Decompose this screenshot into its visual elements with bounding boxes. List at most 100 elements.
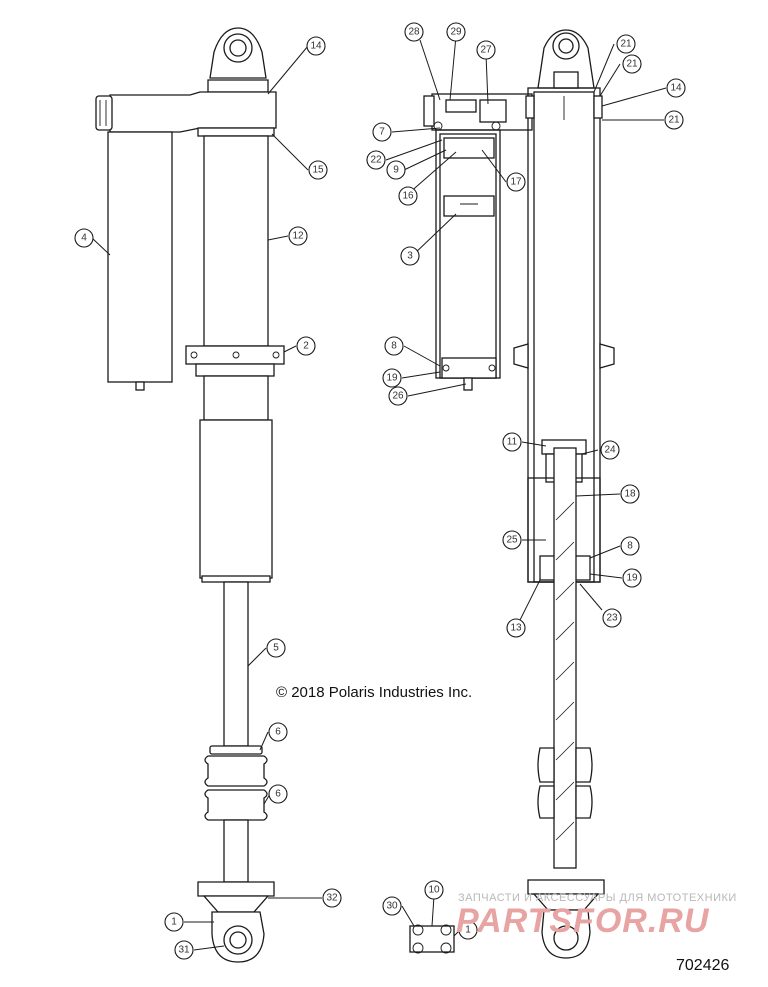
svg-text:14: 14 <box>670 83 682 94</box>
reservoir-adjuster-knob <box>95 95 113 131</box>
shaft-hatching <box>555 501 575 841</box>
callout-17: 17 <box>506 172 526 192</box>
svg-text:4: 4 <box>81 233 87 244</box>
main-body-mid <box>203 375 269 421</box>
bump-stop-upper <box>204 755 268 787</box>
svg-text:1: 1 <box>465 925 471 936</box>
watermark-logo: PARTSFOR.RU <box>456 902 710 940</box>
svg-text:7: 7 <box>379 127 385 138</box>
svg-text:32: 32 <box>326 893 338 904</box>
svg-text:29: 29 <box>450 27 462 38</box>
svg-text:21: 21 <box>626 59 638 70</box>
body-cap-ring <box>197 127 275 137</box>
svg-text:12: 12 <box>292 231 304 242</box>
cross-section-shock <box>423 29 615 959</box>
svg-text:19: 19 <box>386 373 398 384</box>
bumper-washer <box>209 745 263 755</box>
callout-6-upper: 6 <box>268 722 288 742</box>
svg-text:31: 31 <box>178 945 190 956</box>
callout-1-bushing: 1 <box>458 920 478 940</box>
bump-stop-lower <box>204 789 268 821</box>
reservoir-schrader <box>135 381 145 391</box>
section-shaft <box>553 447 577 869</box>
callout-23: 23 <box>602 608 622 628</box>
svg-text:10: 10 <box>428 885 440 896</box>
bushing-sleeve <box>409 925 455 953</box>
svg-text:16: 16 <box>402 191 414 202</box>
shaft-lower <box>223 819 249 883</box>
svg-text:2: 2 <box>303 341 309 352</box>
section-reservoir-cap <box>441 357 497 379</box>
svg-text:28: 28 <box>408 27 420 38</box>
callout-25: 25 <box>502 530 522 550</box>
svg-text:9: 9 <box>393 165 399 176</box>
bottom-eyelet-hole <box>229 931 247 949</box>
collar-ring <box>195 363 275 377</box>
callout-8-body: 8 <box>620 536 640 556</box>
callout-6-lower: 6 <box>268 784 288 804</box>
svg-text:5: 5 <box>273 643 279 654</box>
callout-31: 31 <box>174 940 194 960</box>
svg-text:22: 22 <box>370 155 382 166</box>
callout-13: 13 <box>506 618 526 638</box>
main-body-upper <box>203 135 269 347</box>
callout-21-lower: 21 <box>664 110 684 130</box>
callout-11: 11 <box>502 432 522 452</box>
main-body-lower <box>199 419 273 579</box>
callout-22: 22 <box>366 150 386 170</box>
callout-21-top: 21 <box>616 34 636 54</box>
svg-text:18: 18 <box>624 489 636 500</box>
callout-12: 12 <box>288 226 308 246</box>
callouts: 14 15 4 12 2 5 6 6 32 1 31 28 29 27 7 22… <box>74 22 686 960</box>
section-reservoir-tube <box>435 129 501 379</box>
callout-32: 32 <box>322 888 342 908</box>
svg-text:8: 8 <box>391 341 397 352</box>
callout-30: 30 <box>382 896 402 916</box>
reservoir-bridge <box>109 91 277 133</box>
svg-text:15: 15 <box>312 165 324 176</box>
bushing-detail <box>409 924 455 954</box>
callout-26: 26 <box>388 386 408 406</box>
svg-text:11: 11 <box>507 437 518 448</box>
callout-14-section: 14 <box>666 78 686 98</box>
lower-plate <box>197 881 275 897</box>
preload-collar <box>185 345 285 365</box>
svg-text:26: 26 <box>392 391 404 402</box>
callout-27: 27 <box>476 40 496 60</box>
svg-text:21: 21 <box>668 115 680 126</box>
callout-18: 18 <box>620 484 640 504</box>
shaft <box>223 581 249 747</box>
section-piston-top <box>443 137 495 159</box>
lower-cone <box>202 895 270 913</box>
watermark-tagline: ЗАПЧАСТИ И АКСЕССУАРЫ ДЛЯ МОТОТЕХНИКИ <box>458 892 737 904</box>
svg-text:21: 21 <box>620 39 632 50</box>
copyright-notice: © 2018 Polaris Industries Inc. <box>276 684 473 701</box>
svg-text:25: 25 <box>506 535 518 546</box>
svg-text:6: 6 <box>275 789 281 800</box>
callout-4: 4 <box>74 228 94 248</box>
svg-text:23: 23 <box>606 613 618 624</box>
callout-3: 3 <box>400 246 420 266</box>
section-ifp <box>443 195 495 217</box>
callout-21-mid: 21 <box>622 54 642 74</box>
callout-8-reservoir: 8 <box>384 336 404 356</box>
callout-28: 28 <box>404 22 424 42</box>
svg-text:27: 27 <box>480 45 492 56</box>
body-seal-ring <box>201 575 271 583</box>
svg-text:14: 14 <box>310 41 322 52</box>
svg-text:24: 24 <box>604 445 616 456</box>
top-eyelet-hole <box>229 39 247 57</box>
svg-text:3: 3 <box>407 251 413 262</box>
callout-10: 10 <box>424 880 444 900</box>
top-cap-band <box>207 79 269 93</box>
diagram-number: 702426 <box>676 957 730 974</box>
svg-text:30: 30 <box>386 901 398 912</box>
svg-text:17: 17 <box>510 177 522 188</box>
svg-text:8: 8 <box>627 541 633 552</box>
callout-14-top: 14 <box>306 36 326 56</box>
svg-text:13: 13 <box>510 623 522 634</box>
svg-text:1: 1 <box>171 917 177 928</box>
callout-7-upper: 7 <box>372 122 392 142</box>
